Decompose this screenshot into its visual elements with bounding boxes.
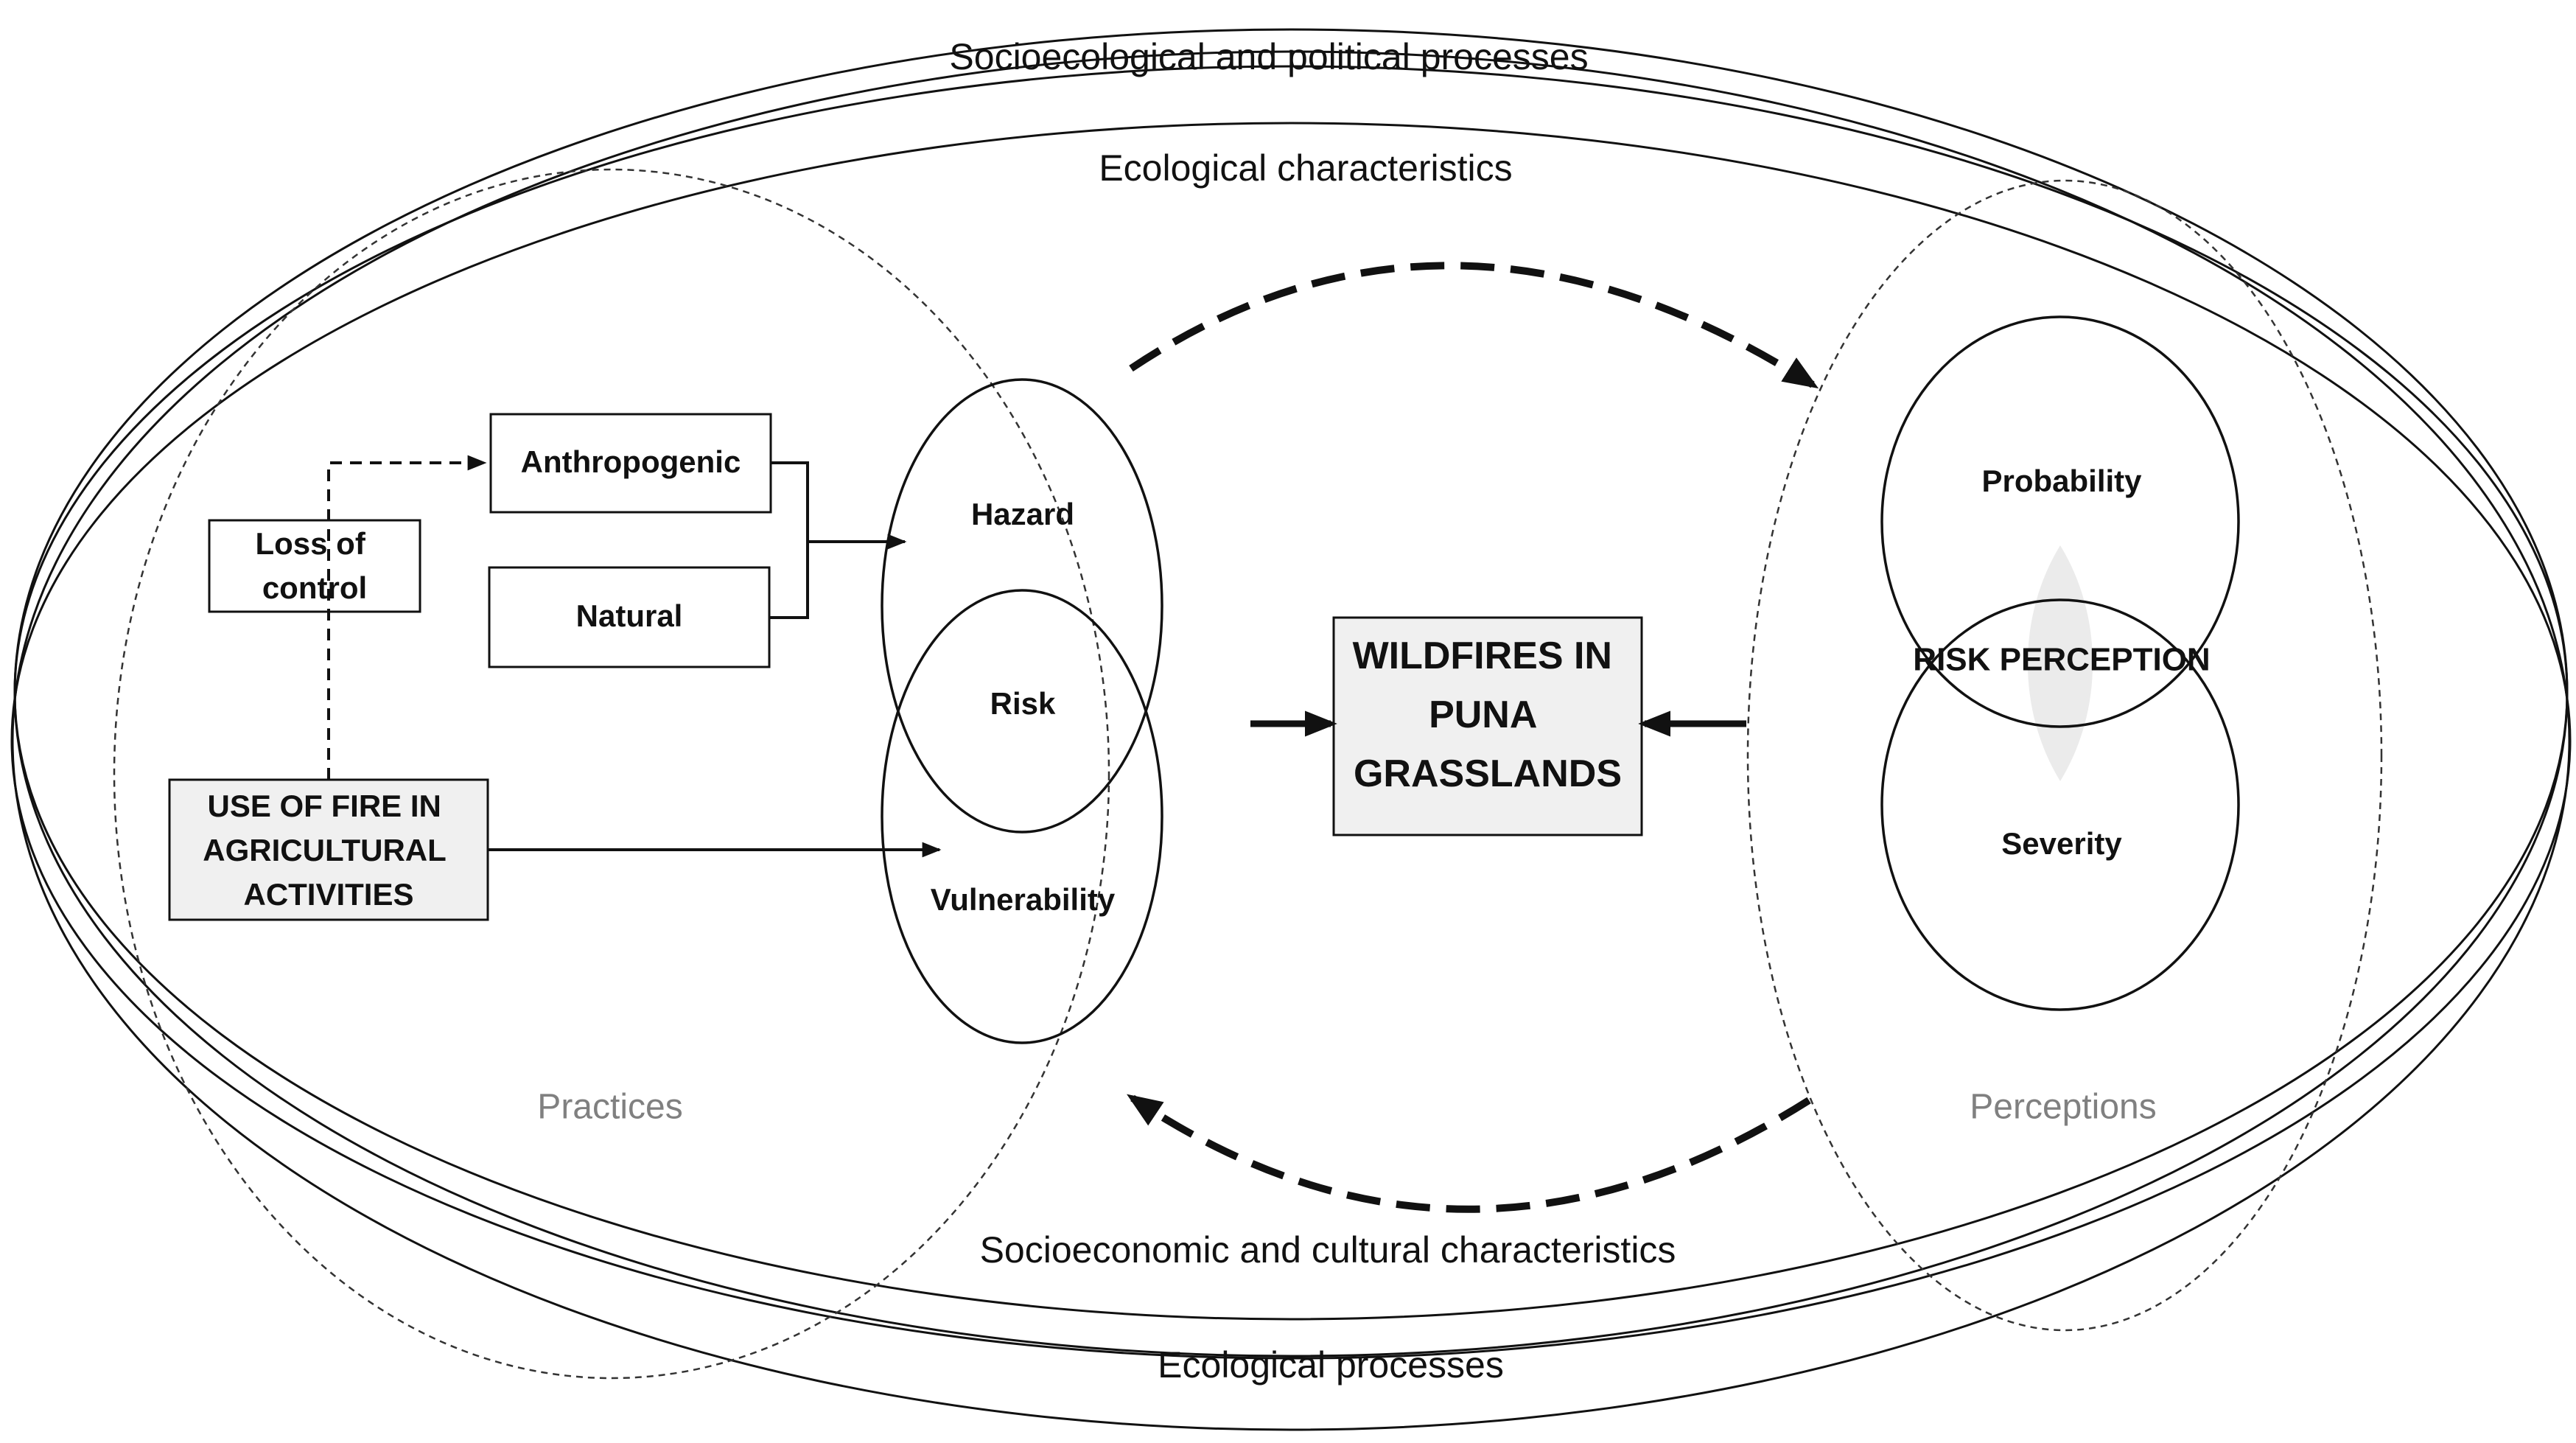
- inner-bottom-ellipse: [13, 65, 2569, 1321]
- anthropogenic-box: [489, 413, 772, 514]
- severity-circle: [1880, 598, 2240, 1011]
- inner-bottom-label: Socioeconomic and cultural characteristi…: [980, 1229, 1676, 1271]
- inner-top-ellipse: [10, 122, 2572, 1360]
- outer-top-ellipse: [13, 28, 2569, 1358]
- natural-box: [488, 566, 771, 668]
- risk-text: Risk: [990, 686, 1056, 721]
- bracket-connector: [769, 461, 809, 619]
- use-of-fire-line-1: USE OF FIRE IN: [207, 789, 441, 823]
- use-of-fire-box: [168, 778, 489, 921]
- loss-of-control-line-2: control: [262, 570, 367, 605]
- vulnerability-text: Vulnerability: [931, 882, 1116, 917]
- wildfires-line-2: PUNA: [1429, 693, 1537, 736]
- practices-ellipse: [113, 168, 1110, 1380]
- use-of-fire-text: USE OF FIRE IN AGRICULTURAL ACTIVITIES: [203, 789, 454, 912]
- outer-bottom-label: Ecological processes: [1158, 1344, 1504, 1386]
- perceptions-ellipse: [1746, 179, 2383, 1332]
- risk-perception-text: RISK PERCEPTION: [1913, 642, 2210, 678]
- hazard-circle: [881, 378, 1163, 834]
- risk-perception-overlap: [2027, 545, 2093, 781]
- outer-bottom-ellipse: [11, 50, 2571, 1431]
- wildfires-line-1: WILDFIRES IN: [1353, 635, 1612, 677]
- dashed-arc-bottom: [1127, 1094, 1811, 1213]
- perceptions-label: Perceptions: [1970, 1088, 2156, 1127]
- use-of-fire-line-2: AGRICULTURAL: [203, 833, 446, 867]
- probability-text: Probability: [1981, 464, 2142, 498]
- outer-top-label: Socioecological and political processes: [949, 36, 1588, 77]
- use-of-fire-line-3: ACTIVITIES: [243, 877, 413, 912]
- dashed-arc-top: [1129, 262, 1819, 389]
- probability-circle: [1880, 315, 2240, 728]
- vulnerability-circle: [881, 589, 1163, 1044]
- loss-of-control-line-1: Loss of: [255, 526, 365, 561]
- natural-text: Natural: [576, 598, 683, 633]
- wildfires-box: [1332, 616, 1643, 836]
- practices-label: Practices: [537, 1088, 682, 1127]
- severity-text: Severity: [2001, 826, 2122, 861]
- loss-of-control-text: Loss of control: [255, 526, 374, 605]
- anthropogenic-text: Anthropogenic: [521, 444, 741, 479]
- wildfires-line-3: GRASSLANDS: [1354, 752, 1622, 795]
- hazard-text: Hazard: [971, 497, 1074, 531]
- dashed-link-fire-to-anthropogenic: [327, 455, 487, 780]
- wildfires-title: WILDFIRES IN PUNA GRASSLANDS: [1353, 635, 1623, 795]
- inner-top-label: Ecological characteristics: [1099, 147, 1512, 189]
- loss-of-control-box: [208, 519, 421, 613]
